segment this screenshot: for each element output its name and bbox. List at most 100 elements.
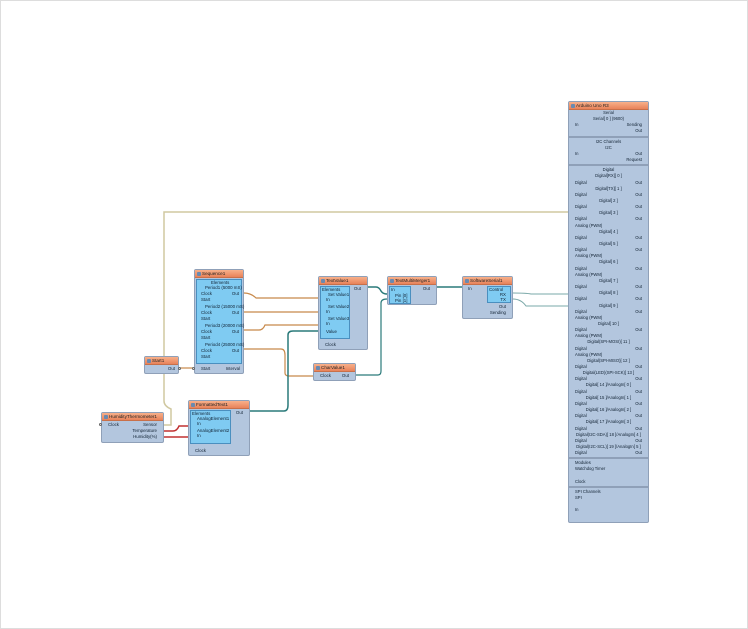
charvalue-clock: Clock xyxy=(320,373,331,378)
wire-temp xyxy=(164,425,188,432)
start-out-pin[interactable] xyxy=(178,367,181,370)
serial-title: SoftwareSerial1 xyxy=(463,277,512,285)
row-right-label: Out xyxy=(635,128,642,134)
row-right-label: Out xyxy=(635,247,642,253)
row-left-label: Digital xyxy=(575,296,587,302)
row-right-label: Request xyxy=(626,157,642,163)
row-label: SPI Channels xyxy=(575,488,601,494)
sequence-elements: Elements xyxy=(196,279,242,364)
formatted-clock: Clock xyxy=(195,448,206,453)
elements-label: Elements xyxy=(322,287,341,292)
start-out: Out xyxy=(167,366,175,371)
text-multi-merger-block[interactable]: TextMultiMerger1 In Pin [0] Pin [1] Out xyxy=(387,276,437,305)
period-1-start: Start xyxy=(201,297,211,302)
charvalue-out: Out xyxy=(341,373,349,378)
section-divider xyxy=(569,485,648,488)
row-title: Digital(I2C-SCL)[ 19 ]/AnalogIn[ 5 ] xyxy=(576,443,641,449)
row-right-label: Out xyxy=(635,413,642,419)
row-title: Digital[ 5 ] xyxy=(599,241,618,246)
row-right-label: Out xyxy=(635,191,642,197)
set-value-2: Set Value2 xyxy=(328,304,350,309)
textvalue-clock: Clock xyxy=(325,342,336,347)
humidity-clock-pin[interactable] xyxy=(99,423,102,426)
merger-out: Out xyxy=(422,286,430,291)
row-title: Serial[ 0 ] (9600) xyxy=(593,116,624,122)
analog-element-1-in: In xyxy=(197,421,201,426)
row-title: Serial xyxy=(603,110,614,115)
row-title: Digital[ 17 ]/AnalogIn[ 3 ] xyxy=(585,419,632,425)
row-left-label: Digital xyxy=(575,191,587,197)
row-right-label: Sending xyxy=(626,122,642,128)
humidity-block[interactable]: HumidityThermometer1 Clock Sensor Temper… xyxy=(99,412,164,443)
wire-textvalue xyxy=(368,286,388,295)
period-2-label: Period2 (15000 mS) xyxy=(205,304,245,309)
row-right-label: Out xyxy=(635,327,642,333)
row-title: Digital(I2C-SDA)[ 18 ]/AnalogIn[ 4 ] xyxy=(576,431,641,437)
row-right-label: Out xyxy=(635,216,642,222)
period-4-out: Out xyxy=(231,348,239,353)
row-right-label: Out xyxy=(635,265,642,271)
row-left-label: Digital xyxy=(575,413,587,419)
char-value-block[interactable]: CharValue1 Clock Out xyxy=(313,363,356,381)
formatted-out: Out xyxy=(235,410,243,415)
analog-element-2: AnalogElement2 xyxy=(197,428,230,433)
serial-tx: TX xyxy=(500,297,506,302)
row-label: Analog (PWM) xyxy=(575,351,603,357)
software-serial-block[interactable]: SoftwareSerial1 In Control RX TX Out Sen… xyxy=(462,276,513,319)
wire-rx xyxy=(512,292,568,295)
row-label: Modules xyxy=(575,460,591,466)
control-label: Control xyxy=(489,287,504,292)
period-3-out: Out xyxy=(231,329,239,334)
serial-rx: RX xyxy=(499,292,506,297)
row-label: Analog (PWM) xyxy=(575,222,603,228)
row-left-label: Digital xyxy=(575,364,587,369)
serial-in: In xyxy=(468,286,472,291)
arduino-title: Arduino Uno R3 xyxy=(569,102,648,110)
row-left-label: Digital xyxy=(575,179,587,185)
section-divider xyxy=(569,457,648,460)
row-left-label: In xyxy=(575,122,579,128)
wire-tx xyxy=(512,298,568,307)
row-right-label: Out xyxy=(635,425,642,431)
row-title: Digital(LED)(SPI-SCK)[ 13 ] xyxy=(582,370,635,376)
row-left-label: Digital xyxy=(575,327,587,333)
period-2-clock: Clock xyxy=(201,310,212,315)
row-title: I2C xyxy=(605,144,612,150)
sequence-title: Sequence1 xyxy=(195,270,243,278)
humidity-sensor: Sensor xyxy=(143,422,157,427)
row-title: Digital[ 10 ] xyxy=(598,320,619,326)
row-title: I2C Channels xyxy=(595,138,622,144)
row-title: Digital[ 15 ]/AnalogIn[ 1 ] xyxy=(585,394,632,400)
start-block[interactable]: Start1 Out xyxy=(144,356,181,374)
row-left-label: Digital xyxy=(575,388,587,394)
row-right-label: Out xyxy=(635,204,642,210)
section-divider xyxy=(569,135,648,138)
formatted-title: FormattedText1 xyxy=(189,401,249,409)
row-title: Digital[ 8 ] xyxy=(599,290,618,296)
section-divider xyxy=(569,164,648,167)
set-value-1: Set Value1 xyxy=(328,292,350,297)
row-left-label: Digital xyxy=(575,425,587,431)
sequence-start-pin[interactable] xyxy=(192,367,195,370)
set-value-3: Set Value3 xyxy=(328,316,350,321)
elements-label: Elements xyxy=(192,411,211,416)
sequence-block[interactable]: Sequence1 Elements Period1 (5000 mS)Cloc… xyxy=(192,269,245,374)
elements-label: Elements xyxy=(211,280,230,285)
formatted-text-block[interactable]: FormattedText1 Elements AnalogElement1 I… xyxy=(188,400,250,456)
row-right-label: Out xyxy=(635,388,642,394)
text-value-block[interactable]: TextValue1 Elements Set Value1 In Set Va… xyxy=(318,276,368,350)
period-2-out: Out xyxy=(231,310,239,315)
period-2-start: Start xyxy=(201,316,211,321)
row-label: Analog (PWM) xyxy=(575,333,603,339)
row-right-label: Out xyxy=(635,234,642,240)
row-left-label: Digital xyxy=(575,400,587,406)
period-4-label: Period4 (25000 mS) xyxy=(205,342,245,347)
row-right-label: Out xyxy=(635,296,642,302)
row-label: Watchdog Timer xyxy=(575,466,606,472)
row-left-label: Digital xyxy=(575,204,587,210)
row-title: Digital[ 16 ]/AnalogIn[ 2 ] xyxy=(585,407,632,413)
row-right-label: Out xyxy=(635,284,642,290)
wire-seq1 xyxy=(243,292,318,299)
